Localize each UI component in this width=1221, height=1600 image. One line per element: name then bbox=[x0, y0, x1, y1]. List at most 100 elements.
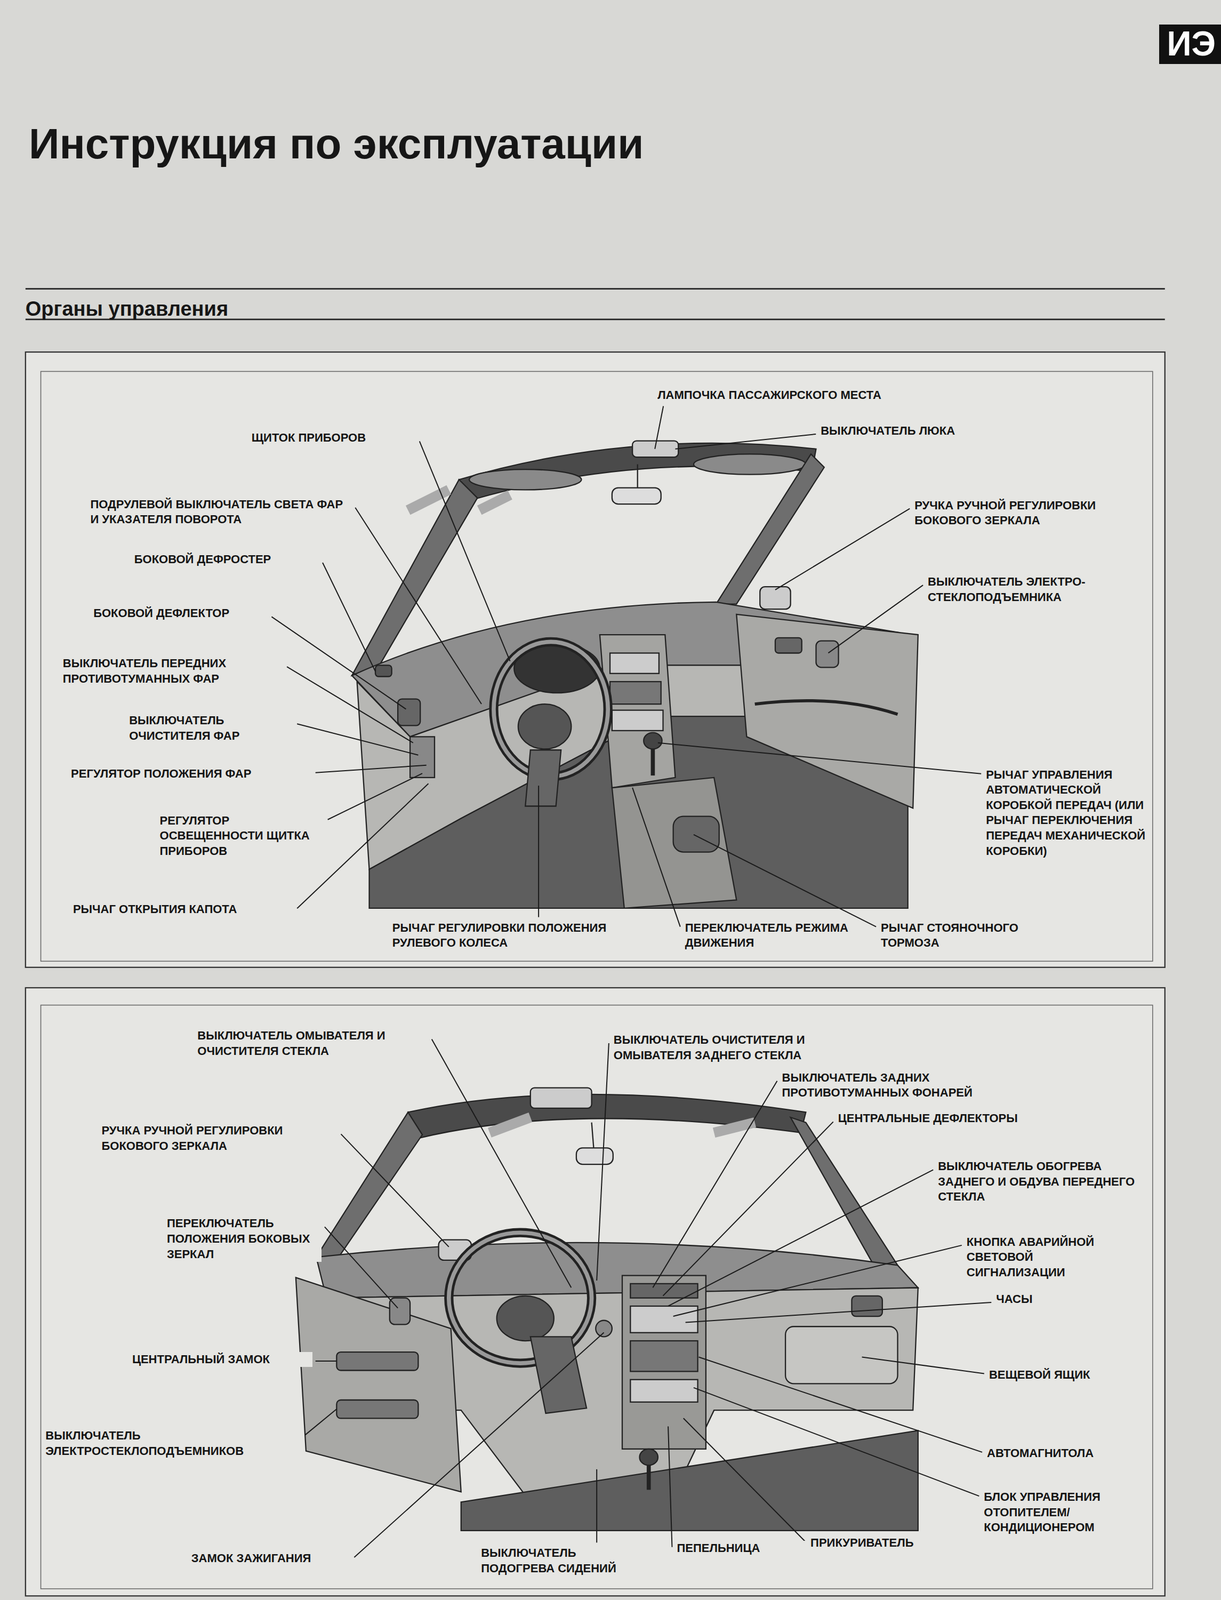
callout-label: ПРИКУРИВАТЕЛЬ bbox=[808, 1535, 945, 1551]
leader-line bbox=[596, 1042, 609, 1281]
leader-line bbox=[324, 1226, 398, 1308]
tab-text: ИЭ bbox=[1166, 24, 1216, 63]
leader-line bbox=[657, 742, 982, 774]
callout-label: ПЕПЕЛЬНИЦА bbox=[675, 1540, 806, 1556]
page-title: Инструкция по эксплуатации bbox=[28, 120, 644, 168]
illustration-shape bbox=[630, 1379, 698, 1402]
leader-line bbox=[663, 1121, 834, 1296]
callout-label: ЧАСЫ bbox=[994, 1291, 1054, 1307]
callout-label: ПЕРЕКЛЮЧАТЕЛЬ ПОЛОЖЕНИЯ БОКОВЫХ ЗЕРКАЛ bbox=[165, 1215, 322, 1262]
illustration-shape bbox=[612, 487, 662, 505]
illustration-shape bbox=[622, 1275, 706, 1449]
illustration-shape bbox=[612, 710, 664, 731]
illustration-shape bbox=[375, 664, 392, 677]
illustration-shape bbox=[759, 586, 791, 609]
callout-label: ВЫКЛЮЧАТЕЛЬ ЛЮКА bbox=[818, 423, 991, 439]
illustration-shape bbox=[693, 453, 806, 475]
illustration-shape bbox=[469, 469, 582, 490]
illustration-shape bbox=[41, 371, 1153, 961]
illustration-shape bbox=[630, 1305, 698, 1333]
callout-label: ЛАМПОЧКА ПАССАЖИРСКОГО МЕСТА bbox=[655, 387, 889, 404]
callout-label: ВЫКЛЮЧАТЕЛЬ ЗАДНИХ ПРОТИВОТУМАННЫХ ФОНАР… bbox=[780, 1070, 1024, 1101]
illustration-shape bbox=[25, 987, 1166, 1596]
illustration-shape bbox=[496, 1295, 554, 1341]
callout-label: РЫЧАГ СТОЯНОЧНОГО ТОРМОЗА bbox=[879, 920, 1056, 951]
leader-line bbox=[431, 1038, 572, 1288]
leader-line bbox=[654, 406, 664, 449]
leader-line bbox=[685, 1302, 992, 1322]
leader-line bbox=[698, 1356, 983, 1452]
illustration-shape bbox=[351, 440, 919, 909]
callout-label: ПОДРУЛЕВОЙ ВЫКЛЮЧАТЕЛЬ СВЕТА ФАР И УКАЗА… bbox=[88, 496, 352, 528]
leader-line bbox=[315, 765, 427, 773]
illustration-shape bbox=[525, 749, 561, 806]
callout-label: БОКОВОЙ ДЕФРОСТЕР bbox=[132, 551, 320, 568]
illustration-shape bbox=[576, 1147, 614, 1164]
illustration-shape bbox=[716, 453, 825, 604]
leader-line bbox=[775, 508, 910, 590]
illustration-shape bbox=[851, 1295, 882, 1316]
illustration-shape bbox=[775, 637, 802, 654]
illustration-shape bbox=[295, 1276, 462, 1492]
callout-label: РЫЧАГ ОТКРЫТИЯ КАПОТА bbox=[71, 901, 294, 918]
callout-label: РУЧКА РУЧНОЙ РЕГУЛИРОВКИ БОКОВОГО ЗЕРКАЛ… bbox=[912, 497, 1146, 529]
leader-line bbox=[327, 773, 423, 820]
callout-label: БОКОВОЙ ДЕФЛЕКТОР bbox=[91, 605, 269, 622]
callout-label: ВЫКЛЮЧАТЕЛЬ ОБОГРЕВА ЗАДНЕГО И ОБДУВА ПЕ… bbox=[936, 1158, 1144, 1205]
leader-line bbox=[693, 834, 877, 927]
illustration-shape bbox=[41, 1005, 1153, 1589]
leader-line bbox=[632, 787, 681, 927]
illustration-shape bbox=[754, 700, 898, 715]
leader-line bbox=[862, 1356, 985, 1373]
section-heading: Органы управления bbox=[25, 296, 229, 322]
callout-label: РЫЧАГ РЕГУЛИРОВКИ ПОЛОЖЕНИЯ РУЛЕВОГО КОЛ… bbox=[390, 920, 670, 951]
leader-line bbox=[341, 1133, 449, 1247]
callout-label: БЛОК УПРАВЛЕНИЯ ОТОПИТЕЛЕМ/ КОНДИЦИОНЕРО… bbox=[982, 1489, 1129, 1536]
illustration-shape bbox=[595, 1320, 613, 1337]
illustration-shape bbox=[397, 699, 421, 726]
callout-label: РЕГУЛЯТОР ОСВЕЩЕННОСТИ ЩИТКА ПРИБОРОВ bbox=[158, 813, 325, 859]
illustration-shape bbox=[591, 1122, 594, 1148]
illustration-shape bbox=[530, 1336, 587, 1413]
leader-line bbox=[296, 723, 419, 755]
leader-line bbox=[693, 1387, 979, 1496]
callout-label: ВЫКЛЮЧАТЕЛЬ ЭЛЕКТРО- СТЕКЛОПОДЪЕМНИКА bbox=[926, 574, 1129, 605]
callout-label: РЫЧАГ УПРАВЛЕНИЯ АВТОМАТИЧЕСКОЙ КОРОБКОЙ… bbox=[984, 767, 1151, 859]
callout-label: ВЫКЛЮЧАТЕЛЬ ПЕРЕДНИХ ПРОТИВОТУМАННЫХ ФАР bbox=[61, 655, 284, 687]
leader-line bbox=[668, 1169, 934, 1306]
illustration-shape bbox=[336, 1351, 419, 1370]
callout-label: РЕГУЛЯТОР ПОЛОЖЕНИЯ ФАР bbox=[69, 766, 313, 782]
illustration-shape bbox=[407, 1094, 806, 1138]
leader-line bbox=[668, 1426, 672, 1547]
leader-line bbox=[315, 1360, 337, 1362]
illustration-shape bbox=[518, 703, 572, 749]
leader-line bbox=[355, 507, 482, 704]
section-tab: ИЭ bbox=[1159, 24, 1221, 64]
illustration-shape bbox=[410, 736, 435, 778]
callout-label: ПЕРЕКЛЮЧАТЕЛЬ РЕЖИМА ДВИЖЕНИЯ bbox=[683, 920, 856, 951]
illustration-shape bbox=[407, 489, 510, 510]
leader-line bbox=[673, 1244, 962, 1316]
leader-line bbox=[537, 785, 540, 918]
callout-label: ВЫКЛЮЧАТЕЛЬ ПОДОГРЕВА СИДЕНИЙ bbox=[479, 1545, 641, 1576]
illustration-shape bbox=[643, 732, 662, 750]
leader-line bbox=[286, 666, 414, 743]
illustration-shape bbox=[609, 681, 662, 704]
callout-label: РУЧКА РУЧНОЙ РЕГУЛИРОВКИ БОКОВОГО ЗЕРКАЛ… bbox=[99, 1122, 338, 1154]
illustration-shape bbox=[673, 816, 720, 853]
leader-line bbox=[683, 1417, 806, 1542]
leader-line bbox=[596, 1468, 598, 1542]
callout-label: ВЫКЛЮЧАТЕЛЬ ОЧИСТИТЕЛЯ И ОМЫВАТЕЛЯ ЗАДНЕ… bbox=[612, 1032, 861, 1063]
callout-label: ЦЕНТРАЛЬНЫЙ ЗАМОК bbox=[130, 1351, 313, 1368]
callout-label: ЩИТОК ПРИБОРОВ bbox=[250, 430, 417, 446]
illustration-shape bbox=[637, 464, 639, 488]
illustration-shape bbox=[25, 351, 1166, 968]
leader-line bbox=[354, 1332, 604, 1557]
illustration-shape bbox=[630, 1340, 698, 1371]
callout-label: ВЫКЛЮЧАТЕЛЬ ОЧИСТИТЕЛЯ ФАР bbox=[127, 712, 294, 744]
leader-line bbox=[322, 562, 376, 672]
leader-line bbox=[828, 584, 923, 653]
callout-label: ВЕЩЕВОЙ ЯЩИК bbox=[987, 1367, 1129, 1383]
callout-label: АВТОМАГНИТОЛА bbox=[985, 1445, 1127, 1461]
